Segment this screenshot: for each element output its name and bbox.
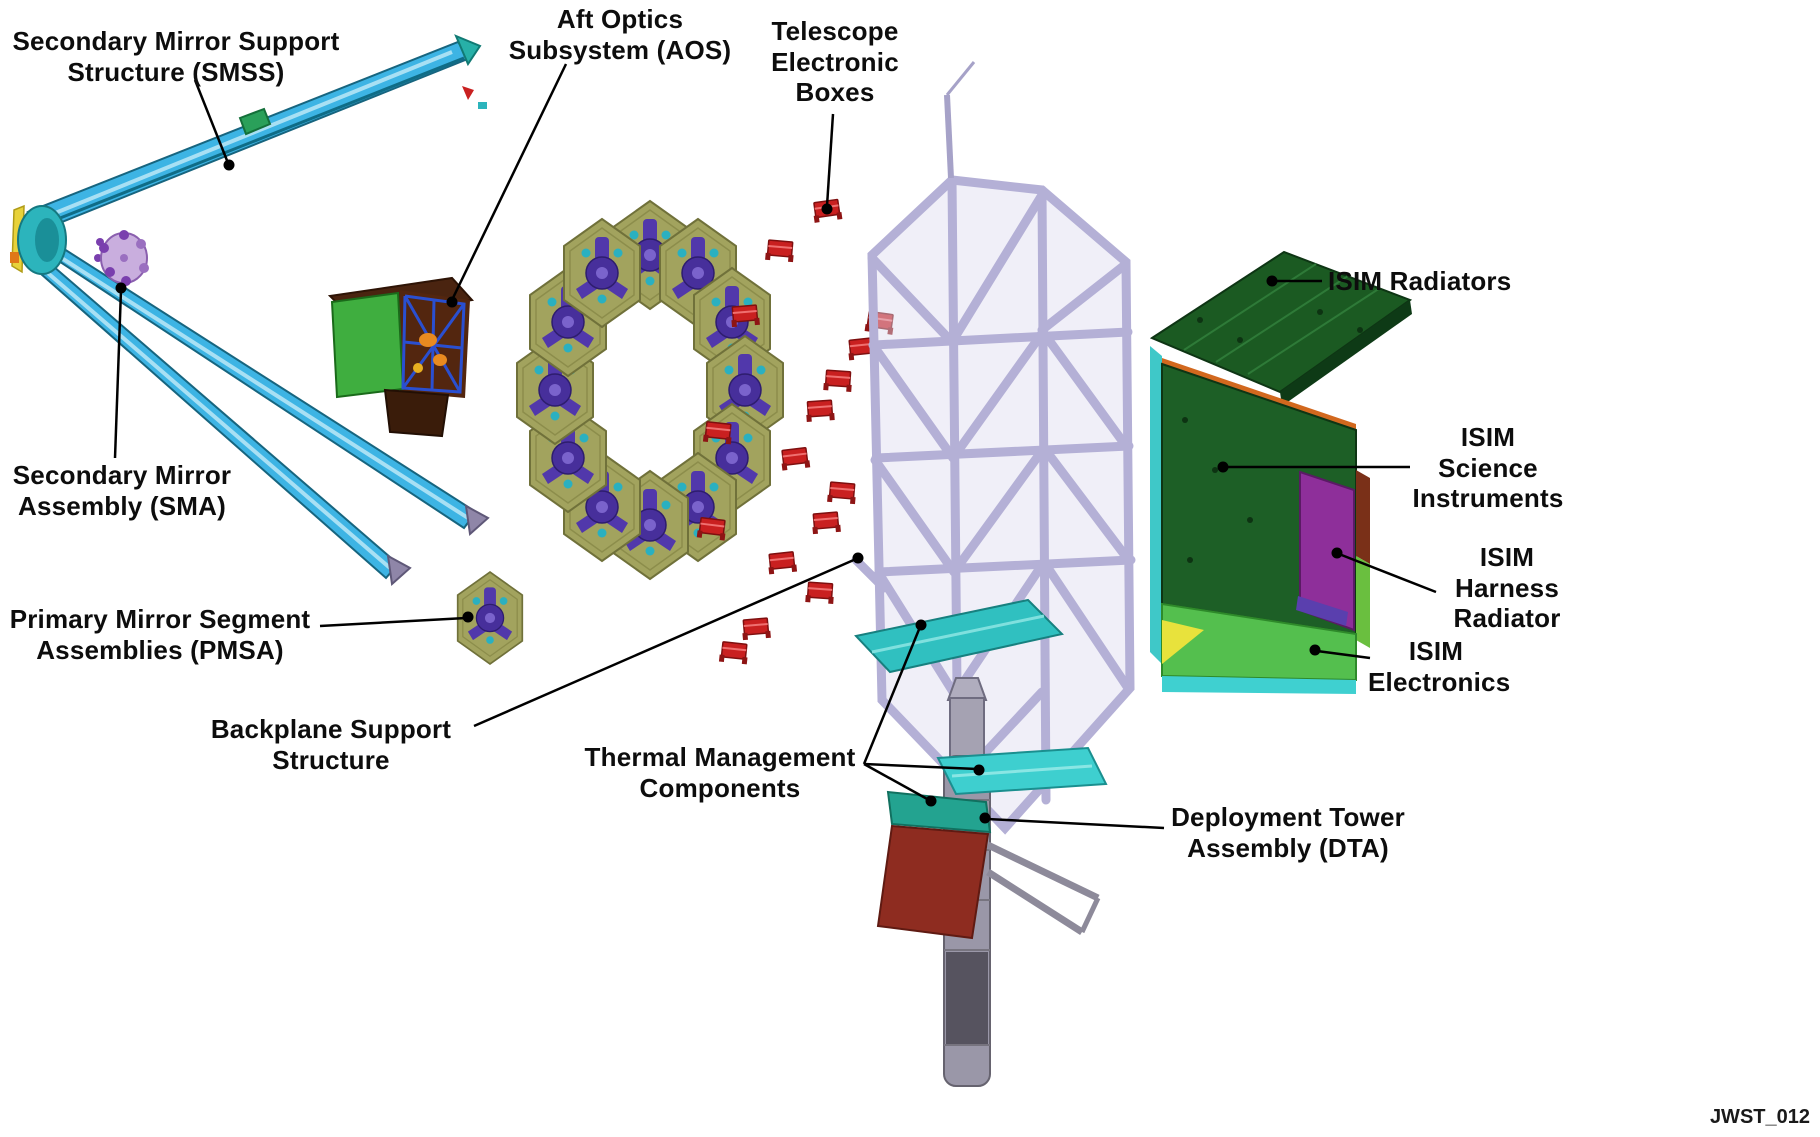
- isim-illustration: [1149, 250, 1413, 694]
- label-backplane-support-structure: Backplane Support Structure: [210, 714, 452, 775]
- figure-id: JWST_012: [1709, 1106, 1810, 1128]
- label-smss: Secondary Mirror Support Structure (SMSS…: [12, 26, 340, 87]
- label-isim-science-instruments: ISIM Science Instruments: [1412, 422, 1564, 514]
- thermal-panel-lower-illustration: [886, 746, 1108, 834]
- aos-illustration: [327, 86, 487, 438]
- maroon-radiator-panel-illustration: [876, 824, 990, 940]
- smss-struts-illustration: [10, 34, 490, 586]
- label-isim-harness-radiator: ISIM Harness Radiator: [1453, 542, 1561, 634]
- label-telescope-electronic-boxes: Telescope Electronic Boxes: [771, 16, 899, 108]
- sma-illustration: [94, 230, 149, 286]
- label-isim-radiators: ISIM Radiators: [1328, 266, 1512, 296]
- leader-lines: [113, 63, 1437, 830]
- label-dta: Deployment Tower Assembly (DTA): [1171, 802, 1405, 863]
- backplane-illustration: [851, 61, 1136, 835]
- label-aos: Aft Optics Subsystem (AOS): [508, 4, 732, 65]
- pmsa-array-illustration: [516, 200, 784, 580]
- thermal-panel-upper-illustration: [854, 598, 1064, 674]
- label-sma: Secondary Mirror Assembly (SMA): [12, 460, 232, 521]
- label-pmsa: Primary Mirror Segment Assemblies (PMSA): [9, 604, 311, 665]
- label-isim-electronics: ISIM Electronics: [1368, 636, 1511, 697]
- label-thermal-management-components: Thermal Management Components: [584, 742, 856, 803]
